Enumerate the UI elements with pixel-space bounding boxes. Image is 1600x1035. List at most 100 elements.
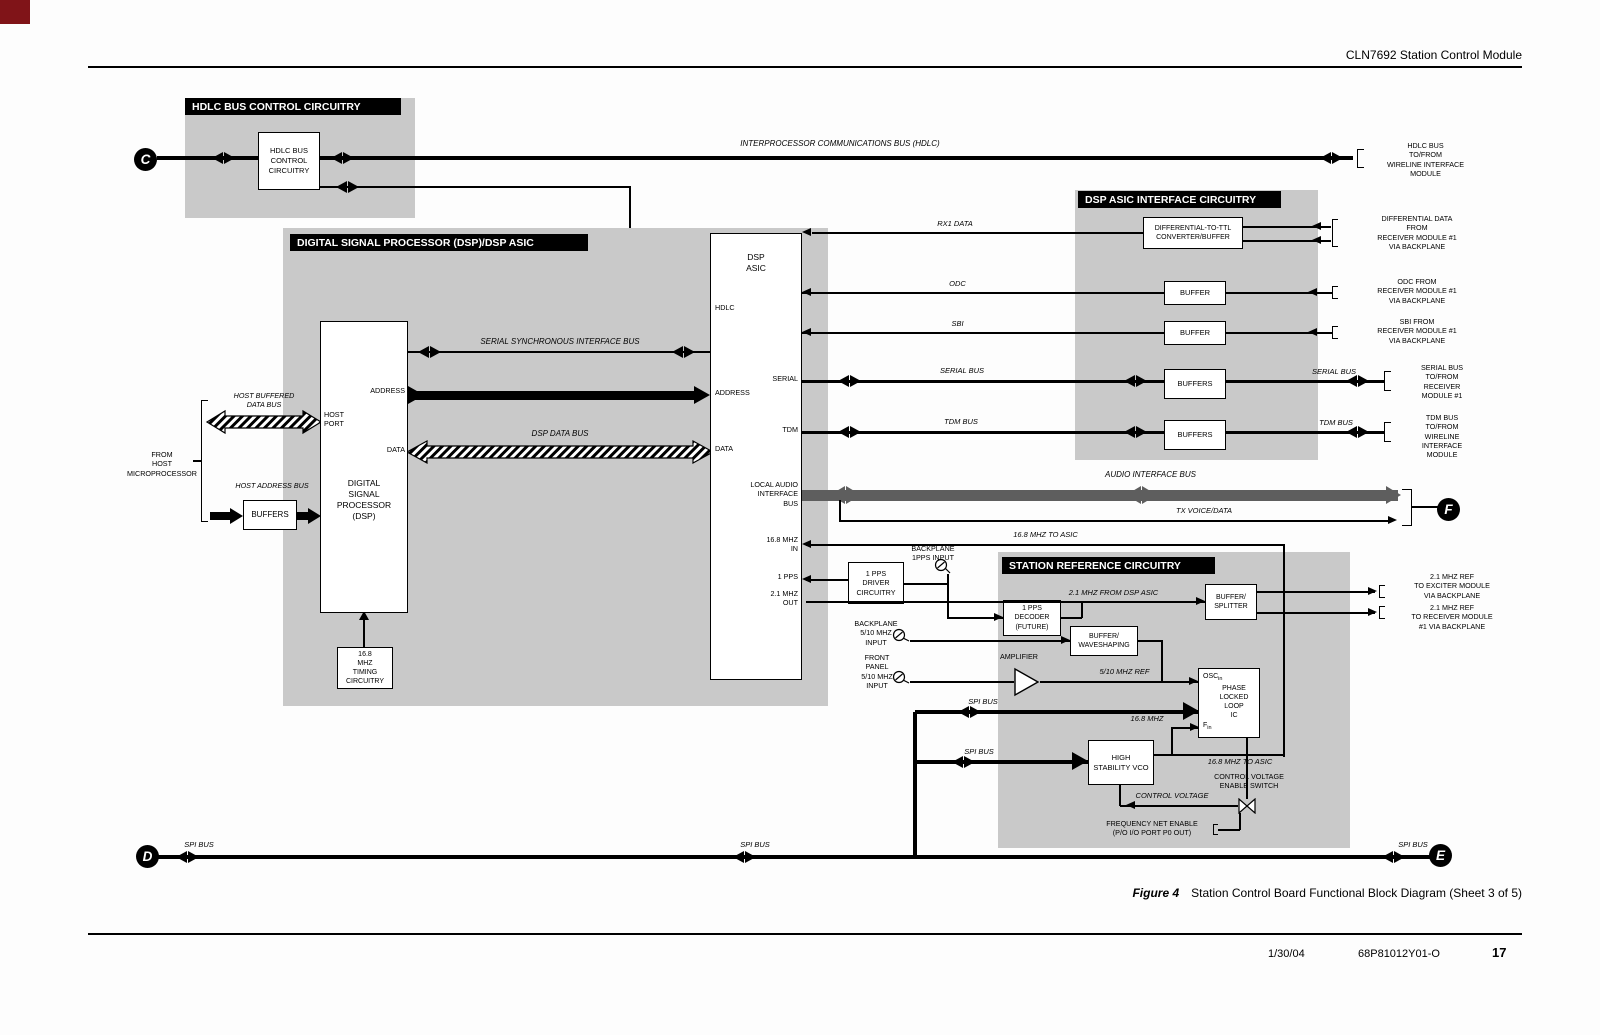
sbi-buffer-box: BUFFER [1164, 321, 1226, 345]
arrow-up-icon [359, 611, 369, 620]
sbi-wire [1226, 332, 1332, 334]
bidir-arrow-icon [1126, 486, 1157, 504]
connector-fork-icon [1357, 149, 1364, 168]
serial-sync-bus-label: SERIAL SYNCHRONOUS INTERFACE BUS [480, 337, 640, 346]
ref-exciter-label: 2.1 MHZ REF TO EXCITER MODULE VIA BACKPL… [1414, 572, 1490, 600]
asic-pin-data: DATA [715, 444, 734, 453]
host-bracket-tick [193, 460, 201, 462]
corner-mark [0, 0, 30, 24]
audio-bus-label: AUDIO INTERFACE BUS [1105, 470, 1196, 479]
serial-bus-label: SERIAL BUS [939, 366, 985, 375]
dsp-host-port-pin: HOST PORT [324, 410, 344, 429]
bidir-arrow-icon [176, 851, 199, 863]
hdlc-title: HDLC BUS CONTROL CIRCUITRY [185, 98, 401, 115]
host-address-bus-line [210, 512, 232, 520]
timing-wire [363, 614, 365, 647]
arrow-left-icon [1308, 328, 1317, 336]
control-voltage-wire [1246, 738, 1248, 799]
arrow-right-icon [1189, 677, 1198, 685]
bidir-arrow-icon [830, 486, 861, 504]
tdm-right-label: TDM BUS TO/FROM WIRELINE INTERFACE MODUL… [1421, 413, 1463, 460]
arrow-right-icon [1386, 486, 1401, 504]
spi-bus-line [915, 710, 1198, 714]
bidir-arrow-icon [331, 152, 354, 164]
interprocessor-bus-line [157, 156, 1353, 160]
mhz21-wire [806, 601, 1205, 603]
dsp-box [320, 321, 408, 613]
serial-bus-right-label: SERIAL BUS [1311, 367, 1357, 376]
bidir-arrow-icon [336, 181, 359, 193]
f-wire [1411, 506, 1438, 508]
bidir-arrow-icon [952, 756, 975, 768]
bidir-arrow-icon [1382, 851, 1405, 863]
host-address-bus-label: HOST ADDRESS BUS [235, 481, 309, 490]
serial-sync-bus-line [408, 351, 710, 354]
connector-fork-icon [1384, 422, 1391, 442]
dsp-asic-label: DSP ASIC [746, 252, 766, 274]
arrow-right-icon [230, 508, 243, 524]
page-header: CLN7692 Station Control Module [1345, 48, 1522, 62]
dsp-data-bus-label: DSP DATA BUS [531, 429, 589, 438]
mhz168-wire [1154, 754, 1284, 756]
arrow-left-icon [1308, 288, 1317, 296]
freq-net-wire [1218, 829, 1240, 831]
arrow-left-icon [802, 328, 811, 336]
footer-date: 1/30/04 [1268, 948, 1305, 960]
mhz168-label: 16.8 MHZ [1130, 714, 1164, 723]
hdlc-right-label: HDLC BUS TO/FROM WIRELINE INTERFACE MODU… [1386, 141, 1465, 179]
tx-wire [839, 520, 1389, 522]
asic-pin-tdm: TDM [782, 425, 798, 434]
asic-pin-168-in: 16.8 MHZ IN [766, 535, 798, 554]
spi-bus-label: SPI BUS [964, 747, 994, 756]
sbi-label: SBI [951, 319, 964, 328]
diff-wire [1243, 226, 1331, 228]
serial-right-label: SERIAL BUS TO/FROM RECEIVER MODULE #1 [1420, 363, 1464, 401]
diff-to-ttl-box: DIFFERENTIAL-TO-TTL CONVERTER/BUFFER [1143, 217, 1243, 249]
bidir-arrow-icon [958, 706, 981, 718]
jack-icon [934, 558, 951, 574]
jack-icon [892, 670, 910, 684]
arrow-left-icon [802, 228, 811, 236]
asic-pin-serial: SERIAL [772, 374, 798, 383]
pps-wire [947, 574, 949, 584]
fin-wire [1171, 728, 1173, 755]
arrow-right-icon [308, 508, 321, 524]
tx-wire [839, 500, 841, 522]
bidir-arrow-icon [672, 346, 695, 358]
bidir-arrow-icon [838, 426, 861, 438]
address-bus-line [408, 391, 700, 400]
pps-wire [1081, 603, 1083, 618]
cv-switch-label: CONTROL VOLTAGE ENABLE SWITCH [1214, 772, 1284, 791]
asic-pin-1pps: 1 PPS [777, 572, 798, 581]
spi-bus-label: SPI BUS [968, 697, 998, 706]
serial-bus-line [1226, 380, 1384, 383]
pps-driver-box: 1 PPS DRIVER CIRCUITRY [848, 562, 904, 604]
amplifier-label: AMPLIFIER [1000, 652, 1038, 661]
spi-bus-label-right: SPI BUS [1398, 840, 1428, 849]
pll-box [1198, 668, 1260, 738]
arrow-left-icon [1312, 236, 1321, 244]
bidir-arrow-icon [1320, 152, 1343, 164]
arrow-left-icon [1126, 801, 1135, 809]
connector-f: F [1437, 498, 1460, 521]
dsp-asic-box [710, 233, 802, 680]
dsp-box-label: DIGITAL SIGNAL PROCESSOR (DSP) [336, 478, 392, 522]
buffer-splitter-box: BUFFER/ SPLITTER [1205, 584, 1257, 620]
connector-fork-icon [1332, 219, 1338, 247]
tdm-buffers-box: BUFFERS [1164, 420, 1226, 450]
spi-bus-line [158, 855, 1430, 859]
tdm-bus-label: TDM BUS [944, 417, 978, 426]
bidir-arrow-icon [1124, 375, 1147, 387]
arrow-left-icon [802, 540, 811, 548]
asic-interface-title: DSP ASIC INTERFACE CIRCUITRY [1078, 191, 1281, 208]
pll-fin-sub: in [1207, 725, 1212, 731]
diff-right-label: DIFFERENTIAL DATA FROM RECEIVER MODULE #… [1377, 214, 1457, 252]
odc-wire [802, 292, 1164, 294]
backplane-510-label: BACKPLANE 5/10 MHZ INPUT [854, 619, 898, 647]
tdm-bus-right-label: TDM BUS [1319, 418, 1353, 427]
control-voltage-wire [1119, 785, 1121, 806]
hdlc-wire [320, 186, 630, 189]
jack-icon [892, 628, 910, 642]
tdm-bus-line [1226, 431, 1384, 434]
